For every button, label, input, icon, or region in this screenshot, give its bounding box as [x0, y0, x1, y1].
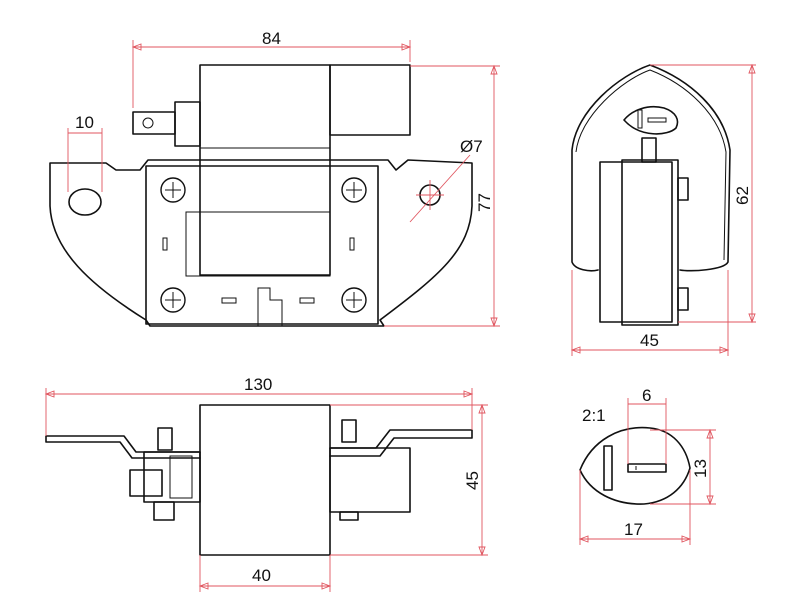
slot-left — [162, 237, 168, 251]
dim-front-height: 77 — [475, 193, 494, 212]
terminal-connector — [174, 101, 201, 147]
side-bracket-inner — [575, 69, 727, 261]
dim-detail-height: 13 — [691, 459, 710, 478]
detail-pin-vertical — [603, 445, 613, 491]
dim-top-body-width: 40 — [252, 566, 271, 585]
left-mount-hole — [68, 188, 102, 216]
side-screw-bottom — [677, 287, 689, 311]
top-dimensions — [44, 388, 488, 592]
top-view — [45, 404, 473, 556]
dim-side-width: 45 — [640, 331, 659, 350]
dim-detail-pin-width: 6 — [642, 386, 651, 405]
slot-bottom-right — [299, 297, 315, 304]
detail-pin-horizontal — [627, 463, 667, 473]
dim-tab-width: 10 — [75, 113, 94, 132]
front-view — [49, 64, 473, 327]
dim-side-height: 62 — [733, 186, 752, 205]
terminal-pin-hole — [142, 117, 154, 129]
top-terminal-inner — [169, 455, 193, 499]
slot-right — [349, 237, 355, 251]
side-bracket — [571, 64, 731, 272]
side-stem — [641, 137, 657, 163]
coil-window — [185, 211, 331, 277]
top-terminal-post — [157, 427, 173, 451]
top-nut-right — [339, 511, 359, 521]
slot-bottom-left — [221, 297, 237, 304]
top-plate — [45, 429, 473, 459]
front-dimensions — [67, 40, 500, 328]
top-terminal-pin — [129, 469, 163, 497]
dim-hole-diameter: Ø7 — [460, 137, 483, 156]
screw-top-left — [160, 177, 186, 203]
side-view — [571, 64, 731, 326]
top-post-right — [341, 419, 357, 443]
detail-dimensions — [578, 398, 716, 545]
screw-top-right — [341, 177, 367, 203]
screw-bottom-left — [160, 287, 186, 313]
coil-body — [199, 64, 331, 276]
center-tab — [257, 287, 283, 326]
mounting-plate — [49, 159, 473, 327]
detail-scale-label: 2:1 — [582, 406, 606, 425]
side-screw-top — [677, 177, 689, 201]
side-body-core — [621, 159, 679, 326]
side-dimensions — [570, 63, 756, 356]
dim-front-width: 84 — [262, 29, 281, 48]
side-cap — [623, 105, 679, 135]
detail-view — [579, 426, 691, 505]
terminal-pin — [132, 111, 176, 135]
side-cap-pin — [637, 109, 643, 129]
inner-plate — [145, 165, 379, 325]
top-nut-left — [153, 501, 175, 521]
side-body — [599, 161, 673, 323]
top-coil-body — [199, 404, 331, 556]
side-cap-slot — [647, 117, 667, 123]
detail-cap — [579, 426, 691, 505]
dim-top-length: 130 — [244, 375, 272, 394]
screw-bottom-right — [341, 287, 367, 313]
dim-top-height: 45 — [463, 471, 482, 490]
dim-detail-width: 17 — [624, 520, 643, 539]
hv-tower — [329, 64, 411, 136]
top-hv-tower — [329, 447, 411, 513]
